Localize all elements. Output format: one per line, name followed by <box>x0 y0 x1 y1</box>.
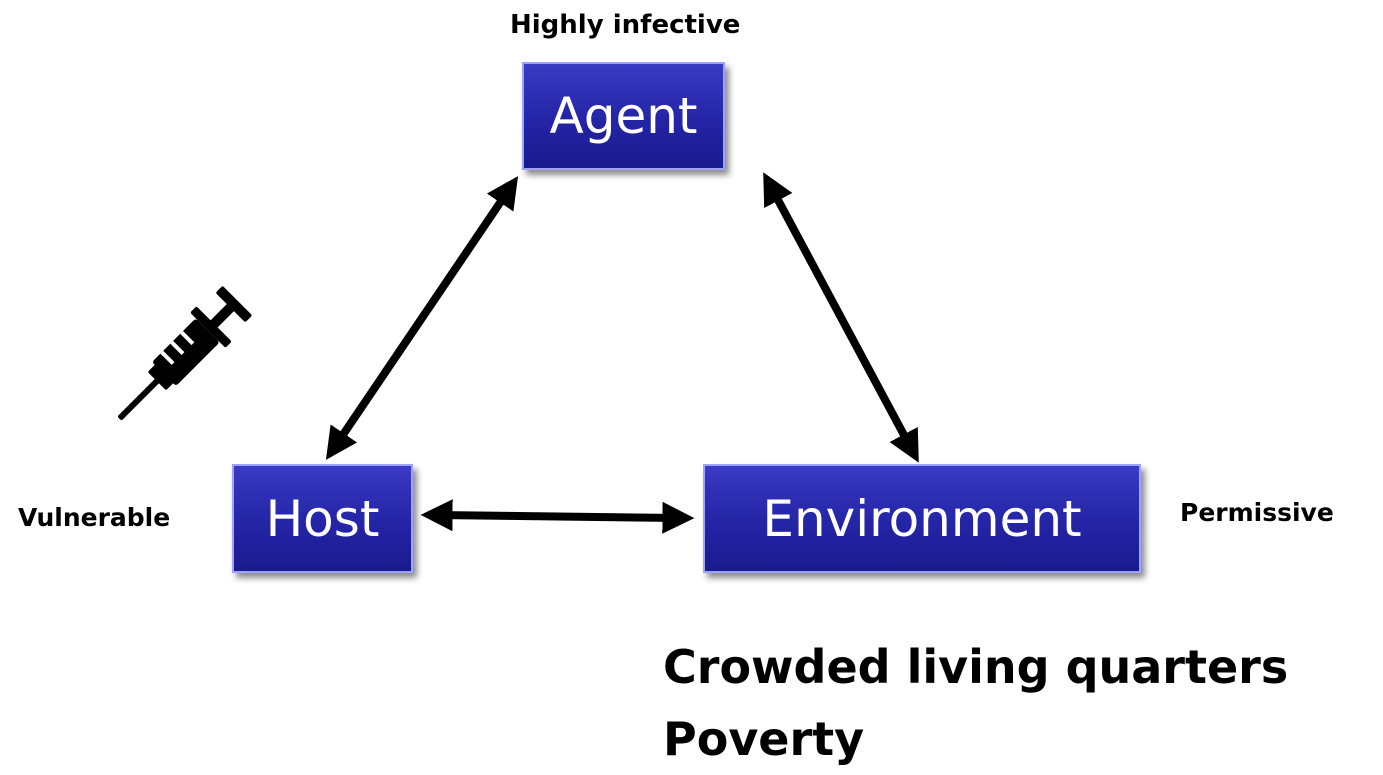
host-label: Host <box>265 489 380 548</box>
environment-annotation: Permissive <box>1180 498 1334 527</box>
environment-label: Environment <box>762 489 1082 548</box>
arrow-agent-environment <box>763 172 919 463</box>
agent-box: Agent <box>522 62 725 170</box>
environment-factor: Crowded living quarters <box>663 640 1289 694</box>
agent-label: Agent <box>549 87 698 145</box>
arrow-host-environment <box>420 499 695 534</box>
arrow-agent-host <box>325 176 519 460</box>
environment-factor: Poverty <box>663 712 865 766</box>
agent-annotation: Highly infective <box>510 10 741 40</box>
environment-box: Environment <box>703 464 1141 573</box>
syringe-icon <box>118 286 252 420</box>
host-box: Host <box>232 464 413 573</box>
host-annotation: Vulnerable <box>18 503 171 532</box>
